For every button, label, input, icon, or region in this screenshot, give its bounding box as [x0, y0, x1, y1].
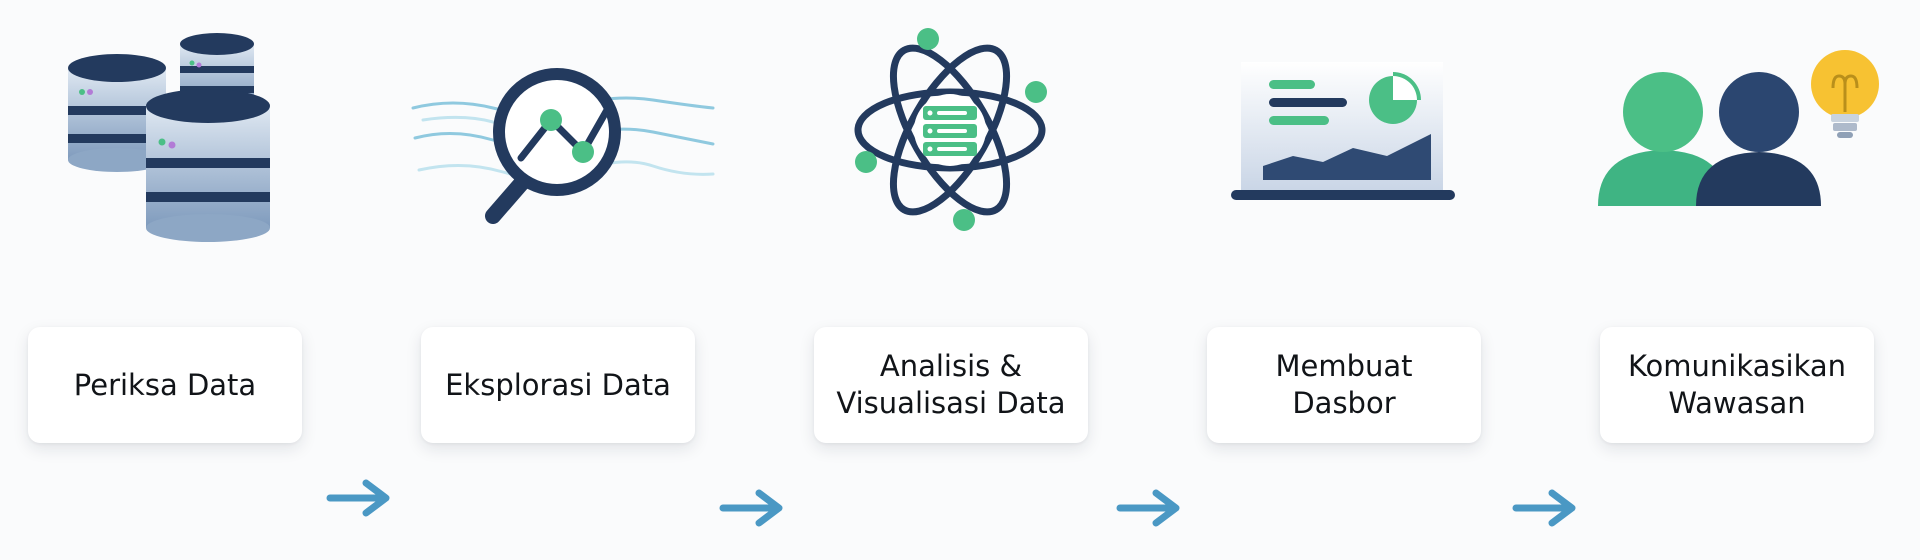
arrow-right-icon	[324, 478, 396, 518]
step-4-icon-slot	[1173, 10, 1513, 250]
arrow-right-icon	[717, 488, 789, 528]
step-2-icon-slot	[393, 10, 733, 250]
step-3-icon-slot	[780, 10, 1120, 250]
arrow-right-icon	[1114, 488, 1186, 528]
step-3-label: Analisis & Visualisasi Data	[836, 349, 1066, 420]
step-4-label: Membuat Dasbor	[1275, 349, 1413, 420]
step-2-label: Eksplorasi Data	[445, 367, 671, 402]
arrow-right-icon	[1510, 488, 1582, 528]
step-5-label: Komunikasikan Wawasan	[1627, 349, 1847, 420]
step-5-card: Komunikasikan Wawasan	[1600, 327, 1874, 443]
step-4-card: Membuat Dasbor	[1207, 327, 1481, 443]
step-3-card: Analisis & Visualisasi Data	[814, 327, 1088, 443]
dashboard-monitor-icon	[1231, 62, 1455, 200]
people-lightbulb-icon	[1598, 50, 1879, 206]
step-1-icon-slot	[0, 10, 340, 250]
step-5-icon-slot	[1563, 10, 1903, 250]
step-2-card: Eksplorasi Data	[421, 327, 695, 443]
atom-server-icon	[854, 28, 1047, 231]
step-1-label: Periksa Data	[73, 367, 257, 402]
step-1-card: Periksa Data	[28, 327, 302, 443]
magnifier-trend-icon	[411, 68, 715, 224]
database-stack-icon	[68, 33, 270, 242]
